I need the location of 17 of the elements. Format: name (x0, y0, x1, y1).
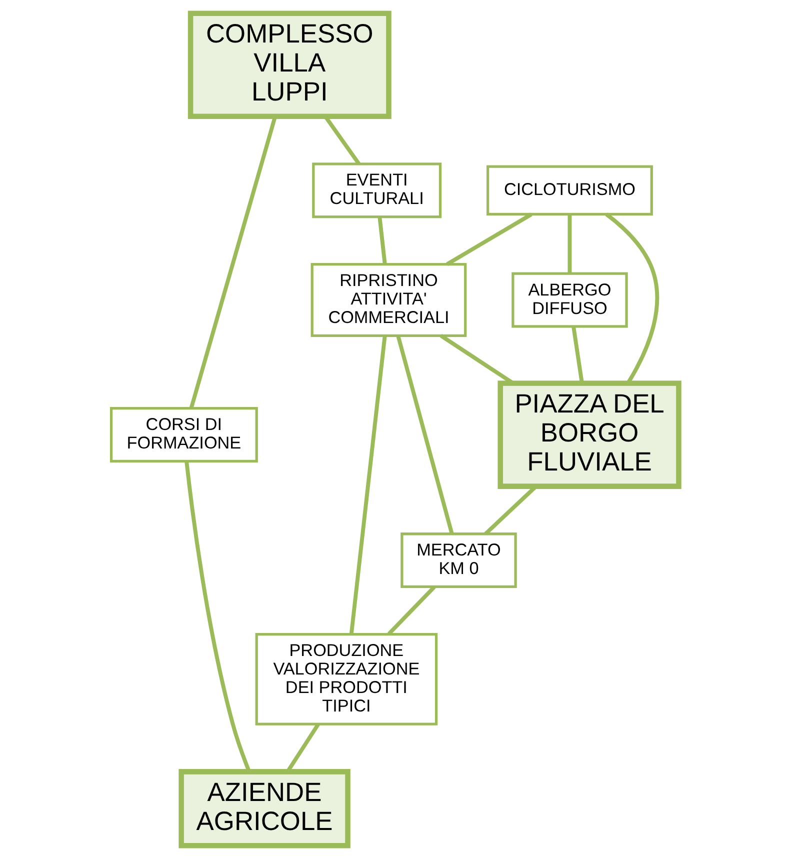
connector (386, 585, 436, 636)
node-box: PIAZZA DEL BORGO FLUVIALE (497, 380, 681, 489)
node-box: CORSI DI FORMAZIONE (109, 407, 258, 463)
node-box: RIPRISTINO ATTIVITA' COMMERCIALI (310, 263, 466, 338)
node-box: PRODUZIONE VALORIZZAZIONE DEI PRODOTTI TIPICI (254, 632, 438, 726)
connector (567, 214, 572, 274)
node-box: EVENTI CULTURALI (312, 162, 442, 218)
connector (377, 216, 386, 264)
node-box: AZIENDE AGRICOLE (178, 769, 350, 848)
node-box: COMPLESSO VILLA LUPPI (187, 10, 391, 120)
connector (571, 326, 584, 384)
connector (396, 336, 454, 534)
node-box: ALBERGO DIFFUSO (511, 272, 628, 328)
connector (446, 212, 532, 266)
node-box: CICLOTURISMO (486, 165, 652, 216)
node-box: MERCATO KM 0 (400, 532, 516, 588)
connector (348, 336, 386, 634)
